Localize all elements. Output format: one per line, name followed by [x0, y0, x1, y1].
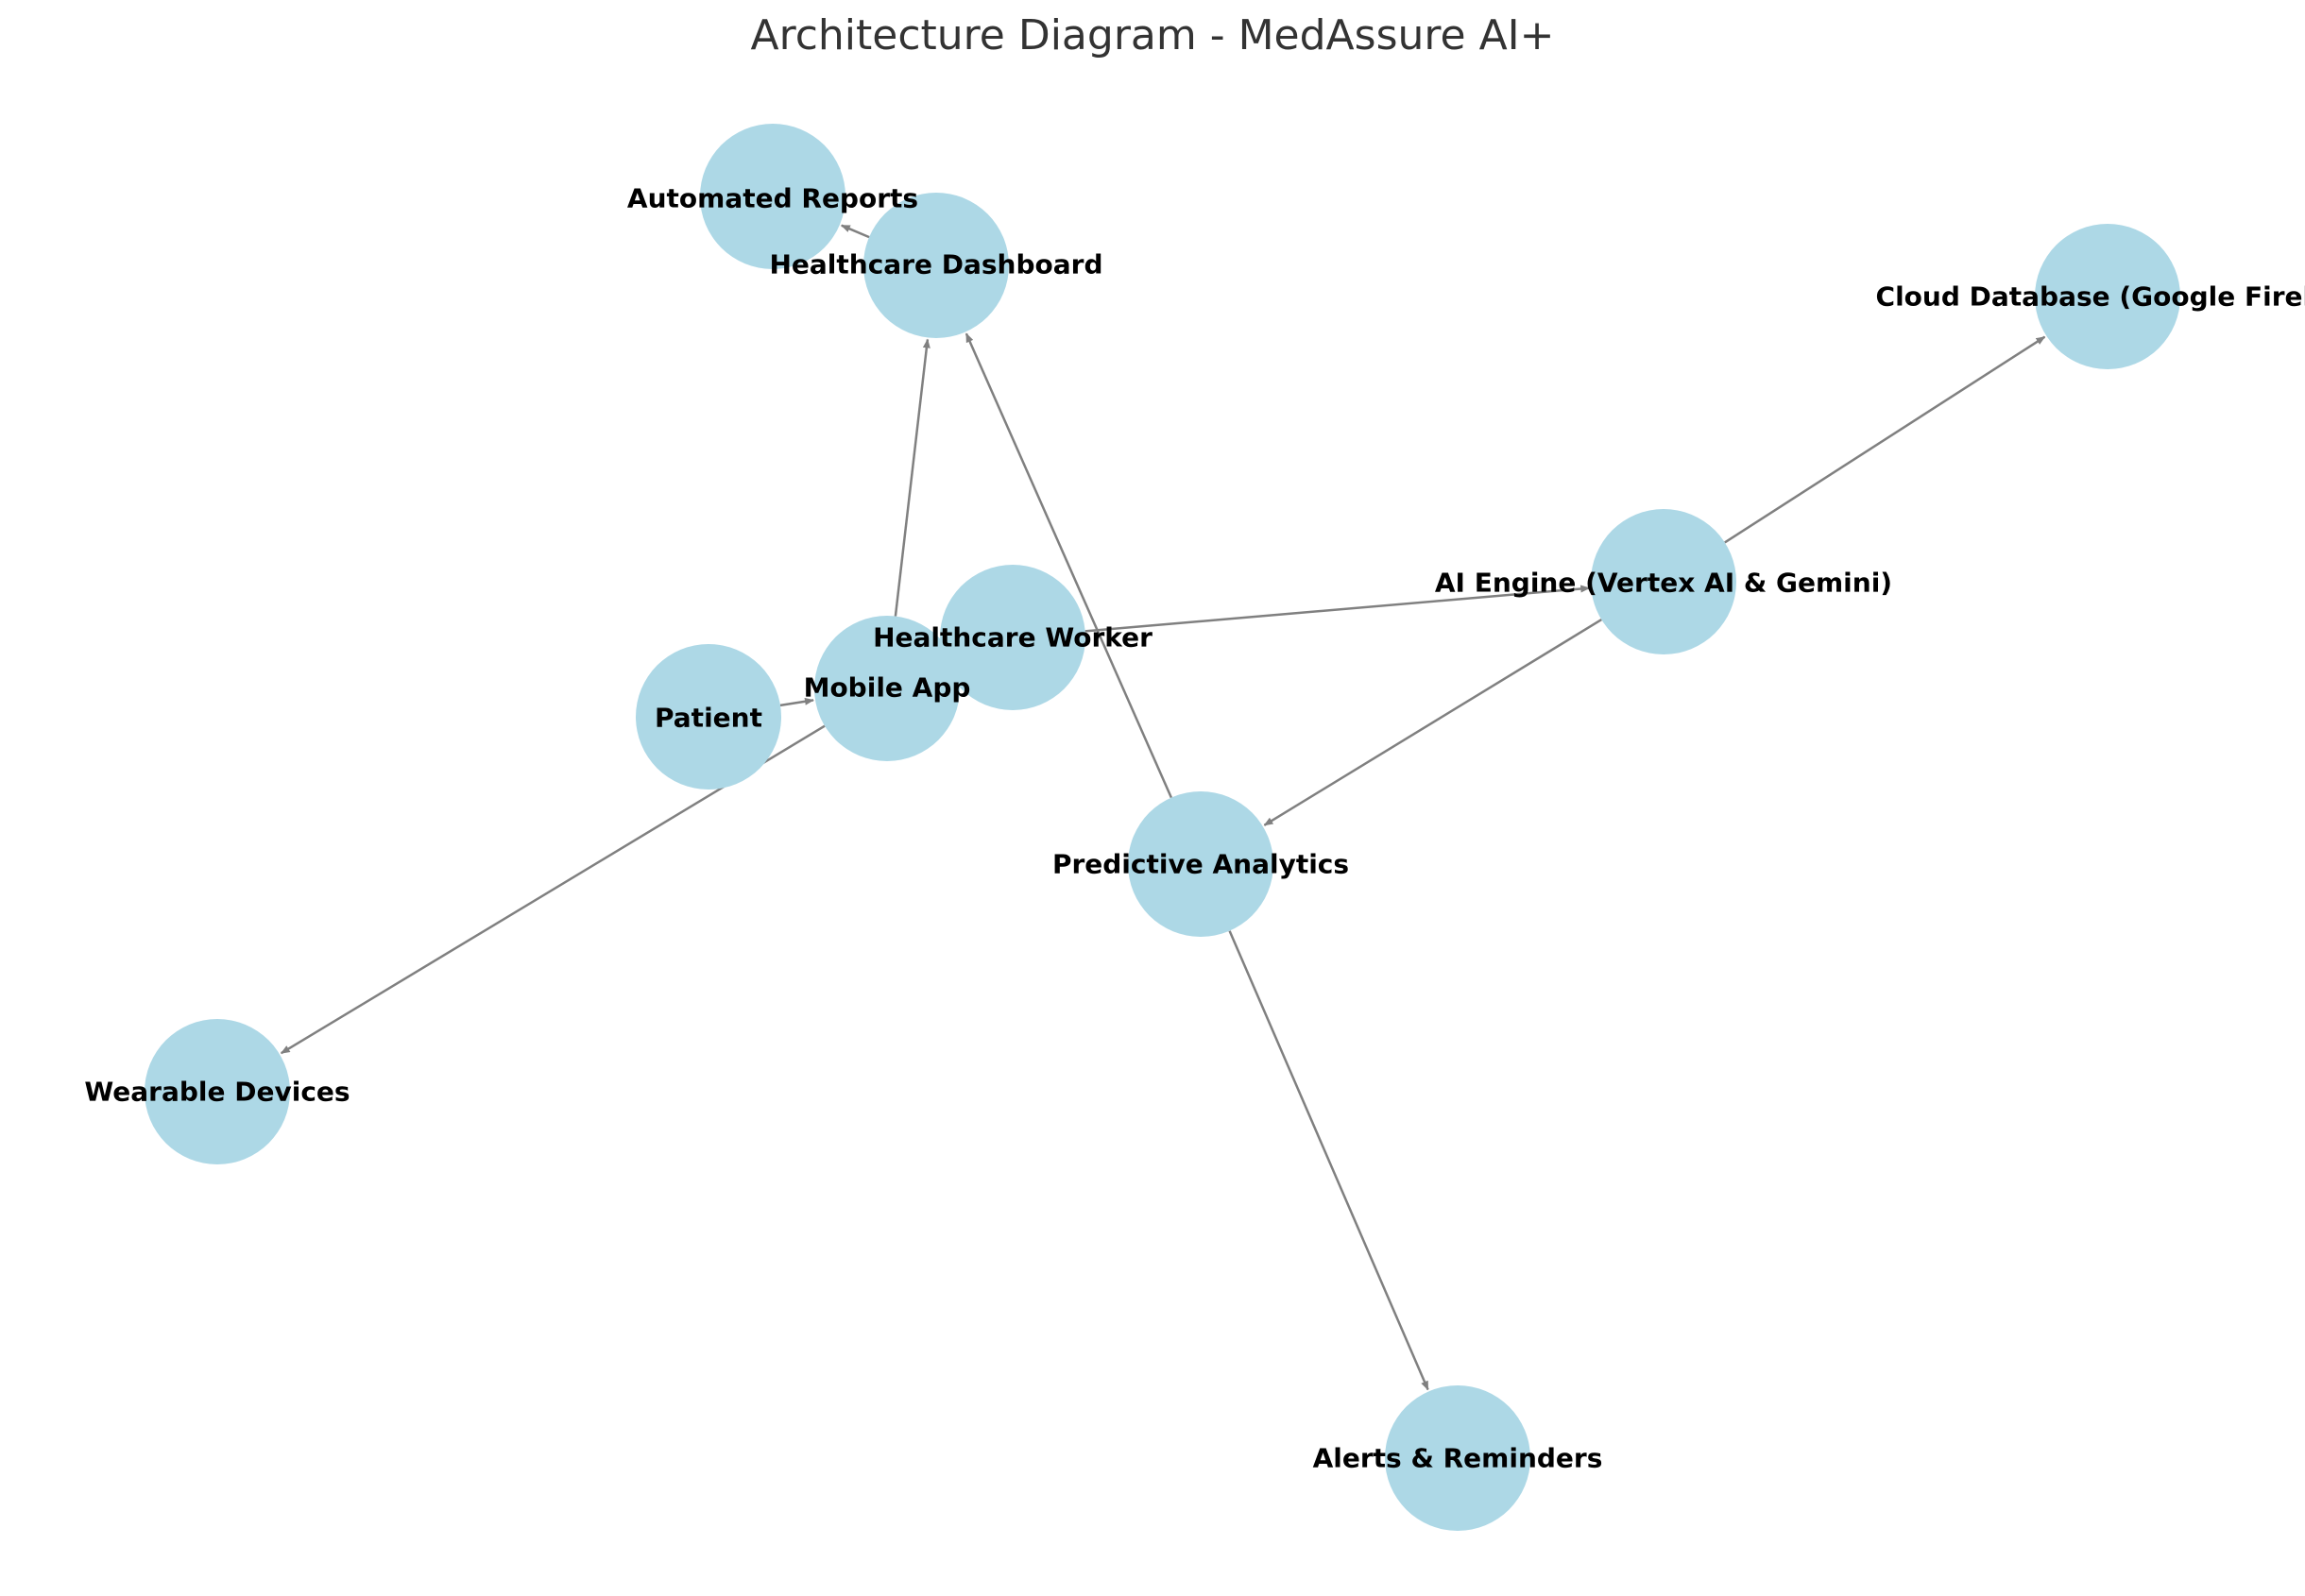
node-label-mobile-app: Mobile App — [804, 672, 971, 704]
edge-healthcare_dashboard-to-automated_reports — [840, 224, 870, 239]
edge-predictive_analytics-to-alerts_reminders — [1228, 930, 1429, 1391]
edge-predictive_analytics-to-healthcare_dashboard — [965, 332, 1173, 799]
node-predictive-analytics — [1128, 791, 1273, 937]
node-healthcare-worker — [940, 565, 1085, 710]
edge-ai_engine-to-predictive_analytics — [1263, 619, 1602, 826]
node-label-cloud-database: Cloud Database (Google Fireba — [1876, 281, 2305, 313]
node-healthcare-dashboard — [863, 193, 1009, 338]
node-ai-engine — [1591, 509, 1736, 654]
node-label-predictive-analytics: Predictive Analytics — [1052, 849, 1349, 880]
node-label-healthcare-dashboard: Healthcare Dashboard — [769, 249, 1102, 280]
edge-ai_engine-to-cloud_database — [1724, 335, 2046, 544]
node-patient — [636, 644, 781, 790]
nodes-layer — [145, 124, 2180, 1531]
node-label-ai-engine: AI Engine (Vertex AI & Gemini) — [1435, 568, 1892, 599]
node-automated-reports — [700, 124, 845, 269]
node-label-automated-reports: Automated Reports — [627, 183, 918, 214]
node-wearable-devices — [145, 1019, 290, 1164]
node-cloud-database — [2035, 224, 2180, 369]
node-label-wearable-devices: Wearable Devices — [84, 1077, 350, 1108]
diagram-title: Architecture Diagram - MedAssure AI+ — [750, 11, 1554, 59]
edge-patient-to-mobile_app — [779, 697, 814, 707]
node-mobile-app — [814, 616, 960, 761]
node-alerts-reminders — [1385, 1385, 1530, 1531]
node-label-patient: Patient — [655, 703, 762, 734]
edge-healthcare_worker-to-ai_engine — [1084, 585, 1591, 633]
node-label-alerts-reminders: Alerts & Reminders — [1313, 1443, 1603, 1474]
node-label-healthcare-worker: Healthcare Worker — [873, 622, 1152, 654]
edge-mobile_app-to-healthcare_dashboard — [894, 338, 931, 617]
